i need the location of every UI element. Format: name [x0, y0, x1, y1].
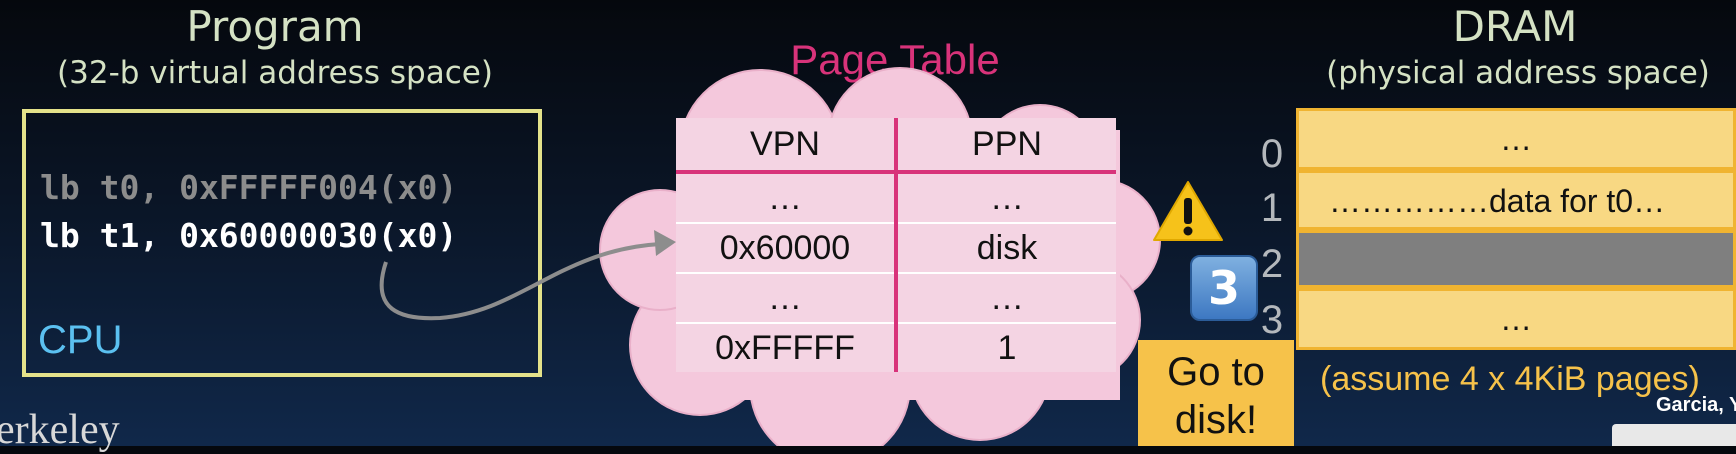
step-3-badge: 3 — [1190, 255, 1258, 321]
vpn-cell: 0x60000 — [676, 223, 898, 274]
arrow-head — [654, 230, 676, 256]
ppn-cell: … — [896, 172, 1116, 224]
ppn-header: PPN — [896, 118, 1116, 174]
ppn-cell: disk — [896, 223, 1116, 274]
cpu-box — [22, 109, 542, 377]
lookup-arrow — [379, 242, 661, 321]
ppn-cell: 1 — [997, 328, 1017, 367]
cc-license-icon — [1612, 424, 1736, 446]
code-line-2: lb t1, 0x60000030(x0) — [40, 216, 458, 255]
dram-index-0: 0 — [1260, 132, 1284, 176]
vpn-header: VPN — [676, 118, 898, 174]
vpn-cell: … — [676, 273, 898, 324]
vpn-cell: 0xFFFFF — [676, 323, 898, 372]
dram-title: DRAM — [1452, 2, 1578, 51]
dram-page-2 — [1296, 230, 1736, 288]
code-line-1: lb t0, 0xFFFFF004(x0) — [40, 168, 458, 207]
dram-index-3: 3 — [1260, 298, 1284, 342]
berkeley-logo: erkeley — [0, 407, 120, 453]
cpu-label: CPU — [38, 318, 123, 362]
dram-index-2: 2 — [1260, 242, 1284, 286]
vpn-cell: … — [676, 172, 898, 224]
go-to-disk-text: Go to disk! — [1167, 350, 1265, 442]
dram-page-3: … — [1296, 288, 1736, 350]
program-subtitle: (32-b virtual address space) — [57, 55, 493, 91]
page-table-header-row: VPN PPN — [676, 118, 1116, 174]
table-row: 0xFFFFF 1 — [676, 323, 1116, 372]
page-table: VPN PPN … … 0x60000 disk … … 0xFFFFF 1 — [676, 118, 1116, 372]
ppn-cell: … — [896, 273, 1116, 324]
table-row: … … — [676, 172, 1116, 224]
table-row: 0x60000 disk — [676, 223, 1116, 274]
dram-page-1: ……………data for t0… — [1296, 170, 1736, 230]
dram-note: (assume 4 x 4KiB pages) — [1320, 360, 1700, 398]
table-row: … … — [676, 273, 1116, 324]
dram-page-0: … — [1296, 108, 1736, 170]
dram-subtitle: (physical address space) — [1326, 55, 1710, 91]
warning-icon — [1153, 181, 1223, 241]
program-title: Program — [186, 2, 364, 51]
dram-index-1: 1 — [1260, 186, 1284, 230]
go-to-disk-callout: Go to disk! — [1138, 340, 1294, 446]
credit-text: Garcia, Y — [1656, 394, 1736, 416]
